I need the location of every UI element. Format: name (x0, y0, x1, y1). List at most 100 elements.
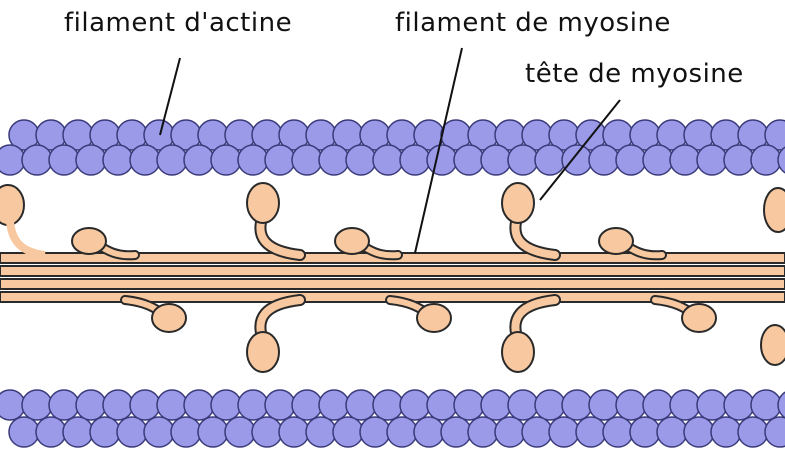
actin-subunit (373, 390, 403, 420)
actin-subunit (495, 417, 525, 447)
myosin-head-label: tête de myosine (525, 59, 744, 89)
myosin-neck-fill (10, 222, 45, 255)
actin-subunit (738, 417, 768, 447)
myosin-head (599, 228, 633, 254)
myosin-filament-label: filament de myosine (395, 8, 671, 38)
myosin-head (417, 304, 451, 332)
actin-subunit (130, 145, 160, 175)
actin-subunit (603, 417, 633, 447)
actin-subunit (184, 145, 214, 175)
actin-subunit (643, 390, 673, 420)
myosin-head (247, 183, 279, 223)
actin-subunit (616, 145, 646, 175)
myosin-head (247, 332, 279, 372)
actin-subunit (117, 417, 147, 447)
actin-subunit (508, 390, 538, 420)
actin-subunit (103, 145, 133, 175)
actin-subunit (157, 145, 187, 175)
actin-subunit (562, 145, 592, 175)
actin-subunit (387, 417, 417, 447)
actin-subunit (630, 417, 660, 447)
actin-subunit (252, 417, 282, 447)
actin-subunit (319, 145, 349, 175)
myosin-head (761, 325, 785, 365)
actin-subunit (238, 145, 268, 175)
actin-subunit (333, 417, 363, 447)
actin-subunit (481, 145, 511, 175)
actin-subunit (265, 145, 295, 175)
actin-subunit (724, 145, 754, 175)
actin-subunit (130, 390, 160, 420)
actin-subunit (751, 390, 781, 420)
actin-subunit (9, 417, 39, 447)
myosin-head (72, 228, 106, 254)
actin-subunit (49, 390, 79, 420)
actin-filament-label: filament d'actine (64, 8, 292, 38)
actin-subunit (157, 390, 187, 420)
actin-subunit (468, 417, 498, 447)
myosin-strand (0, 266, 785, 276)
actin-subunit (171, 417, 201, 447)
actin-subunit (22, 390, 52, 420)
myosin-strand (0, 279, 785, 289)
actin-subunit (76, 390, 106, 420)
actin-subunit (198, 417, 228, 447)
actin-subunit (373, 145, 403, 175)
actin-subunit (414, 417, 444, 447)
myosin-head (764, 188, 785, 232)
actin-subunit (684, 417, 714, 447)
actin-subunit (292, 145, 322, 175)
actin-subunit (778, 390, 785, 420)
actin-subunit (535, 145, 565, 175)
actin-subunit (522, 417, 552, 447)
actin-subunit (184, 390, 214, 420)
actin-subunit (306, 417, 336, 447)
actin-subunit (711, 417, 741, 447)
actin-subunit (90, 417, 120, 447)
actin-subunit (346, 145, 376, 175)
actin-subunit (225, 417, 255, 447)
actin-subunit (481, 390, 511, 420)
myosin-head (152, 304, 186, 332)
actin-subunit (616, 390, 646, 420)
myosin-head (502, 183, 534, 223)
actin-subunit (643, 145, 673, 175)
actin-subunit (454, 145, 484, 175)
myosin-heads (0, 183, 785, 372)
actin-subunit (22, 145, 52, 175)
actin-subunit (400, 145, 430, 175)
myosin-filament (0, 253, 785, 302)
actin-subunit (360, 417, 390, 447)
actin-subunit (576, 417, 606, 447)
actin-subunit (535, 390, 565, 420)
actin-subunit (670, 145, 700, 175)
actin-subunit (292, 390, 322, 420)
actin-subunit (441, 417, 471, 447)
actin-subunit (549, 417, 579, 447)
actin-subunit (319, 390, 349, 420)
actin-subunit (508, 145, 538, 175)
actin-subunit (400, 390, 430, 420)
myosin-head (335, 228, 369, 254)
actin-subunit (562, 390, 592, 420)
actin-subunit (346, 390, 376, 420)
actin-subunit (211, 145, 241, 175)
actin-subunit (63, 417, 93, 447)
actin-filament-bottom (0, 390, 785, 447)
actin-subunit (238, 390, 268, 420)
actin-subunit (211, 390, 241, 420)
actin-subunit (657, 417, 687, 447)
actin-subunit (670, 390, 700, 420)
actin-subunit (454, 390, 484, 420)
actin-subunit (265, 390, 295, 420)
actin-subunit (765, 417, 785, 447)
actin-subunit (427, 145, 457, 175)
myosin-head (682, 304, 716, 332)
actin-subunit (36, 417, 66, 447)
myosin-head (502, 332, 534, 372)
actin-subunit (279, 417, 309, 447)
actin-subunit (589, 390, 619, 420)
actin-subunit (427, 390, 457, 420)
actin-subunit (103, 390, 133, 420)
actin-subunit (589, 145, 619, 175)
